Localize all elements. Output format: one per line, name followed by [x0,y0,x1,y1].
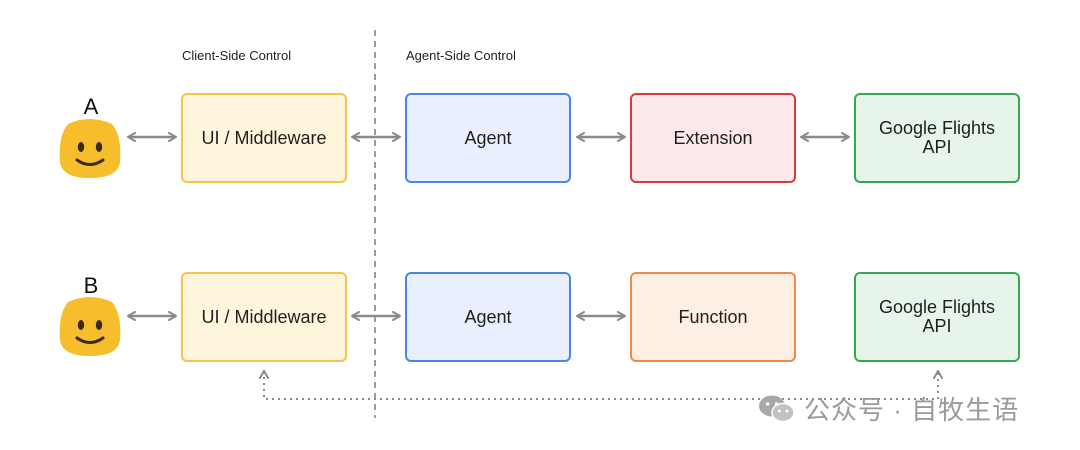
google-flights-api-box-b: Google Flights API [854,272,1020,362]
smiley-face-icon [59,297,121,356]
row-b-label: B [83,273,99,298]
wechat-icon [759,395,795,422]
middleware-box-a: UI / Middleware [181,93,347,183]
google-flights-api-box-a: Google Flights API [854,93,1020,183]
function-box: Function [630,272,796,362]
extension-box: Extension [630,93,796,183]
row-a-label: A [83,94,99,119]
client-side-label: Client-Side Control [182,48,292,63]
agent-box-b: Agent [405,272,571,362]
watermark: 公众号 · 自牧生语 [758,390,1019,427]
agent-side-label: Agent-Side Control [406,48,516,63]
middleware-box-b: UI / Middleware [181,272,347,362]
agent-box-a: Agent [405,93,571,183]
watermark-text: 公众号 · 自牧生语 [804,395,1020,425]
smiley-face-icon [59,119,121,178]
dotted-return-arrow-icon [259,370,943,400]
